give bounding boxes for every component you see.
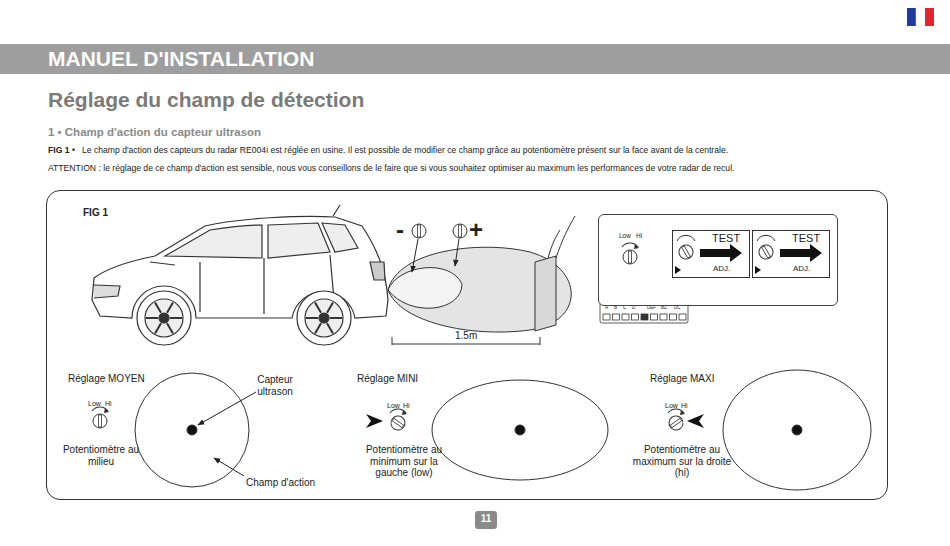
- setting-title: Réglage MOYEN: [68, 373, 145, 385]
- wheel-spoke: [306, 317, 318, 319]
- knob-caption: Potentiomètre au milieu: [58, 444, 144, 467]
- flag-white: [916, 8, 925, 26]
- unit-button: [641, 314, 648, 320]
- section-heading: Réglage du champ de détection: [48, 88, 364, 112]
- step-label: ADJ.: [793, 264, 810, 273]
- figure-label: FIG 1: [83, 207, 108, 219]
- unit-button: [613, 314, 620, 320]
- plus-sign: +: [469, 216, 483, 244]
- car: [92, 205, 388, 345]
- wheel-spoke: [330, 317, 342, 319]
- dimension: 1.5m: [455, 330, 477, 342]
- figure-frame: FIG 1LowHiTESTADJ.TESTADJ.: [46, 190, 888, 500]
- potentiometer-icons: [92, 407, 686, 433]
- test-step: TEST ADJ.: [752, 230, 830, 278]
- wheel-spoke: [327, 323, 333, 333]
- wheel-spoke: [170, 317, 182, 319]
- unit-button: [651, 314, 658, 320]
- setting-title: Réglage MINI: [357, 373, 418, 385]
- detection-field: [388, 216, 575, 332]
- flag-blue: [907, 8, 916, 26]
- panel-inset: Low Hi TEST ADJ. TEST ADJ.: [598, 214, 838, 306]
- unit-button: [660, 314, 667, 320]
- paragraph: Le champ d'action des capteurs du radar …: [82, 146, 728, 156]
- page-number-text: 11: [475, 513, 497, 525]
- subheading: 1 • Champ d'action du capteur ultrason: [48, 126, 261, 139]
- knob-caption: Potentiomètre au minimum sur la gauche (…: [354, 444, 454, 479]
- wheel-spoke: [167, 302, 173, 312]
- paragraph: ATTENTION : le réglage de ce champ d'act…: [48, 164, 734, 174]
- setting-title: Réglage MAXI: [650, 373, 714, 385]
- unit-button: [622, 314, 629, 320]
- figure-ref: FIG 1 •: [48, 146, 75, 156]
- test-step: TEST ADJ.: [672, 230, 750, 278]
- wheel-spoke: [315, 302, 321, 312]
- leader-lines: [198, 392, 256, 476]
- step-label: ADJ.: [713, 264, 730, 273]
- wheel-spoke: [155, 302, 161, 312]
- unit-button: [670, 314, 677, 320]
- knob-mark: Hi: [636, 232, 642, 239]
- knob-mark: Low: [387, 402, 400, 410]
- knob-mark: Low: [88, 400, 101, 408]
- unit-button: [679, 314, 686, 320]
- minus-sign: -: [396, 216, 404, 244]
- header-bar: [0, 44, 950, 74]
- pointer-chevrons: [366, 414, 704, 428]
- knob-mark: Hi: [105, 400, 112, 408]
- wheel-spoke: [327, 302, 333, 312]
- wheel-spoke: [155, 323, 161, 333]
- page-title: MANUEL D'INSTALLATION: [48, 47, 314, 71]
- knob-mark: Hi: [681, 402, 688, 410]
- knob-mark: Low: [619, 232, 631, 239]
- callout: Champ d'action: [246, 477, 315, 489]
- flag-red: [925, 8, 934, 26]
- knob-mark: Hi: [403, 402, 410, 410]
- knob-mark: Low: [665, 402, 678, 410]
- page-number: 11: [475, 511, 497, 529]
- wheel-spoke: [167, 323, 173, 333]
- field-shapes: [135, 370, 871, 490]
- callout: Capteur ultrason: [244, 374, 306, 397]
- step-label: TEST: [712, 232, 740, 245]
- wheel-spoke: [315, 323, 321, 333]
- wheel-spoke: [146, 317, 158, 319]
- unit-button: [603, 314, 610, 320]
- unit-button: [632, 314, 639, 320]
- knob-caption: Potentiomètre au maximum sur la droite (…: [632, 444, 732, 479]
- step-label: TEST: [792, 232, 820, 245]
- adjust-knobs: [412, 224, 467, 272]
